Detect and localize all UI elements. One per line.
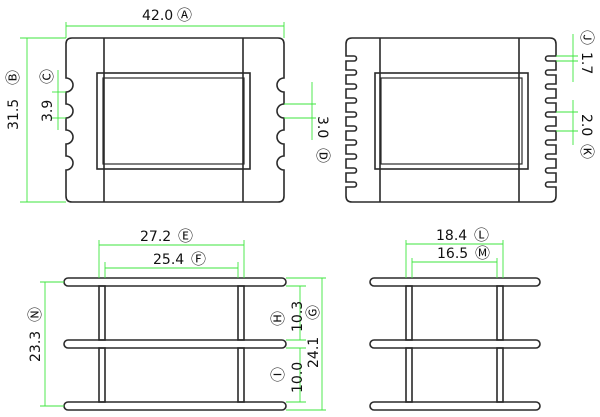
window-inner xyxy=(102,77,245,165)
core-post-left-top xyxy=(98,285,106,341)
bobbin-outline-top-right xyxy=(345,37,557,203)
core-post-right-bottom xyxy=(237,347,245,403)
dim-N: 23.3 Ⓝ xyxy=(26,281,64,407)
view-bottom-right xyxy=(369,277,541,411)
dim-I-value: 10.0 xyxy=(290,362,306,393)
dim-D: 3.0 Ⓓ xyxy=(284,82,332,163)
core-post-right-bottom-2 xyxy=(496,347,504,403)
dim-G-value: 24.1 xyxy=(306,337,322,368)
core-post-left-bottom-2 xyxy=(405,347,413,403)
dim-M-symbol: Ⓜ xyxy=(475,244,490,262)
dim-E-symbol: Ⓔ xyxy=(178,227,193,245)
dim-A: 42.0 Ⓐ xyxy=(65,6,285,38)
dim-K-symbol: Ⓚ xyxy=(578,144,596,159)
dim-J-value: 1.7 xyxy=(578,52,594,74)
core-post-left-bottom xyxy=(98,347,106,403)
core-post-right-top-2 xyxy=(496,285,504,341)
dim-E: 27.2 Ⓔ xyxy=(98,227,245,278)
core-post-left-top-2 xyxy=(405,285,413,341)
dim-H: 10.3 Ⓗ xyxy=(269,285,306,341)
dim-M-value: 16.5 xyxy=(437,246,468,262)
flange-top-bottom-right xyxy=(369,277,541,287)
view-top-right xyxy=(345,37,557,203)
dim-H-value: 10.3 xyxy=(290,301,306,332)
flange-bottom-bottom-right xyxy=(369,401,541,411)
dim-K: 2.0 Ⓚ xyxy=(556,100,596,159)
dim-J: 1.7 Ⓙ xyxy=(556,30,596,82)
flange-bottom-bottom-left xyxy=(63,401,287,411)
flange-middle-bottom-right xyxy=(369,339,541,349)
view-top-left xyxy=(65,37,285,203)
dim-L-value: 18.4 xyxy=(436,228,467,244)
dim-G: 24.1 Ⓖ xyxy=(286,277,326,411)
dim-F-symbol: Ⓕ xyxy=(191,250,206,268)
dim-M: 16.5 Ⓜ xyxy=(411,244,498,278)
core-post-right-top xyxy=(237,285,245,341)
dim-G-symbol: Ⓖ xyxy=(304,305,322,320)
dim-B: 31.5 Ⓑ xyxy=(4,37,66,203)
dim-D-symbol: Ⓓ xyxy=(314,148,332,163)
dim-L: 18.4 Ⓛ xyxy=(405,226,504,278)
dim-A-symbol: Ⓐ xyxy=(177,6,192,24)
dim-A-value: 42.0 xyxy=(142,8,173,24)
dim-H-symbol: Ⓗ xyxy=(269,311,287,326)
flange-middle-bottom-left xyxy=(63,339,287,349)
view-bottom-left xyxy=(63,277,287,411)
window-inner-2 xyxy=(380,77,523,165)
dim-E-value: 27.2 xyxy=(140,229,171,245)
flange-top-bottom-left xyxy=(63,277,287,287)
dim-N-value: 23.3 xyxy=(28,331,44,362)
dim-D-value: 3.0 xyxy=(314,116,330,138)
window-outer-2 xyxy=(374,72,529,170)
window-outer xyxy=(96,72,251,170)
dim-N-symbol: Ⓝ xyxy=(26,307,44,322)
dim-I-symbol: Ⓘ xyxy=(269,367,287,382)
dim-C: 3.9 Ⓒ xyxy=(38,69,66,130)
dim-F: 25.4 Ⓕ xyxy=(104,250,239,278)
dim-C-value: 3.9 xyxy=(40,100,56,122)
dim-B-symbol: Ⓑ xyxy=(4,70,22,85)
dim-B-value: 31.5 xyxy=(6,99,22,130)
dim-K-value: 2.0 xyxy=(578,114,594,136)
dim-J-symbol: Ⓙ xyxy=(578,30,596,45)
dim-F-value: 25.4 xyxy=(153,252,184,268)
dim-C-symbol: Ⓒ xyxy=(38,69,56,84)
dim-I: 10.0 Ⓘ xyxy=(269,347,306,403)
dim-L-symbol: Ⓛ xyxy=(474,226,489,244)
bobbin-outline-top-left xyxy=(65,37,285,203)
